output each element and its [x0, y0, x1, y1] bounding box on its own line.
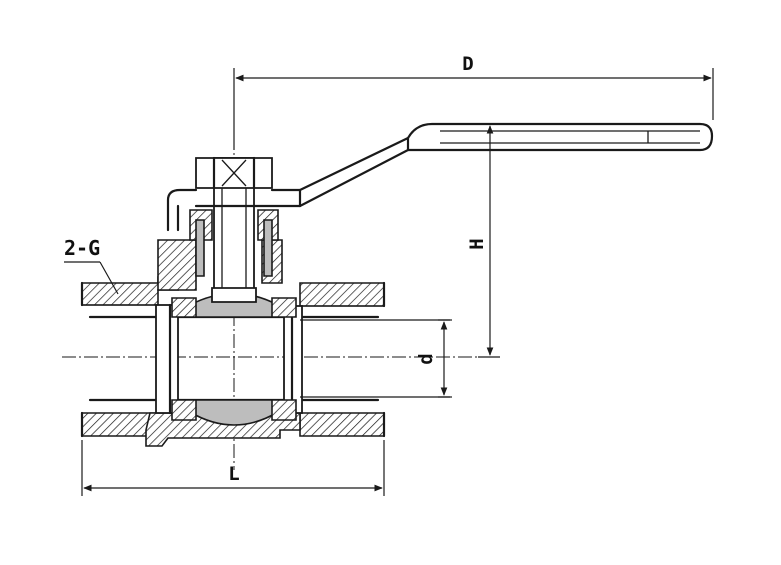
dimension-l — [81, 440, 385, 496]
valve-body-bottom — [80, 398, 386, 447]
thread-callout-leader — [64, 261, 119, 295]
dimension-label-bore: d — [415, 353, 437, 364]
dimension-h — [478, 123, 500, 358]
bore-lines — [176, 315, 450, 402]
valve-neck — [157, 209, 283, 291]
dimension-label-h: H — [466, 238, 488, 249]
valve-body-top — [80, 276, 386, 319]
dimension-label-l: L — [228, 463, 239, 485]
dimension-label-d: D — [462, 53, 473, 75]
thread-callout-label: 2-G — [64, 236, 100, 260]
left-end-cap — [155, 303, 303, 415]
dimension-d — [233, 68, 714, 150]
dimension-small-d — [438, 319, 452, 398]
stem-nut — [195, 156, 273, 190]
lever-handle — [166, 122, 714, 232]
